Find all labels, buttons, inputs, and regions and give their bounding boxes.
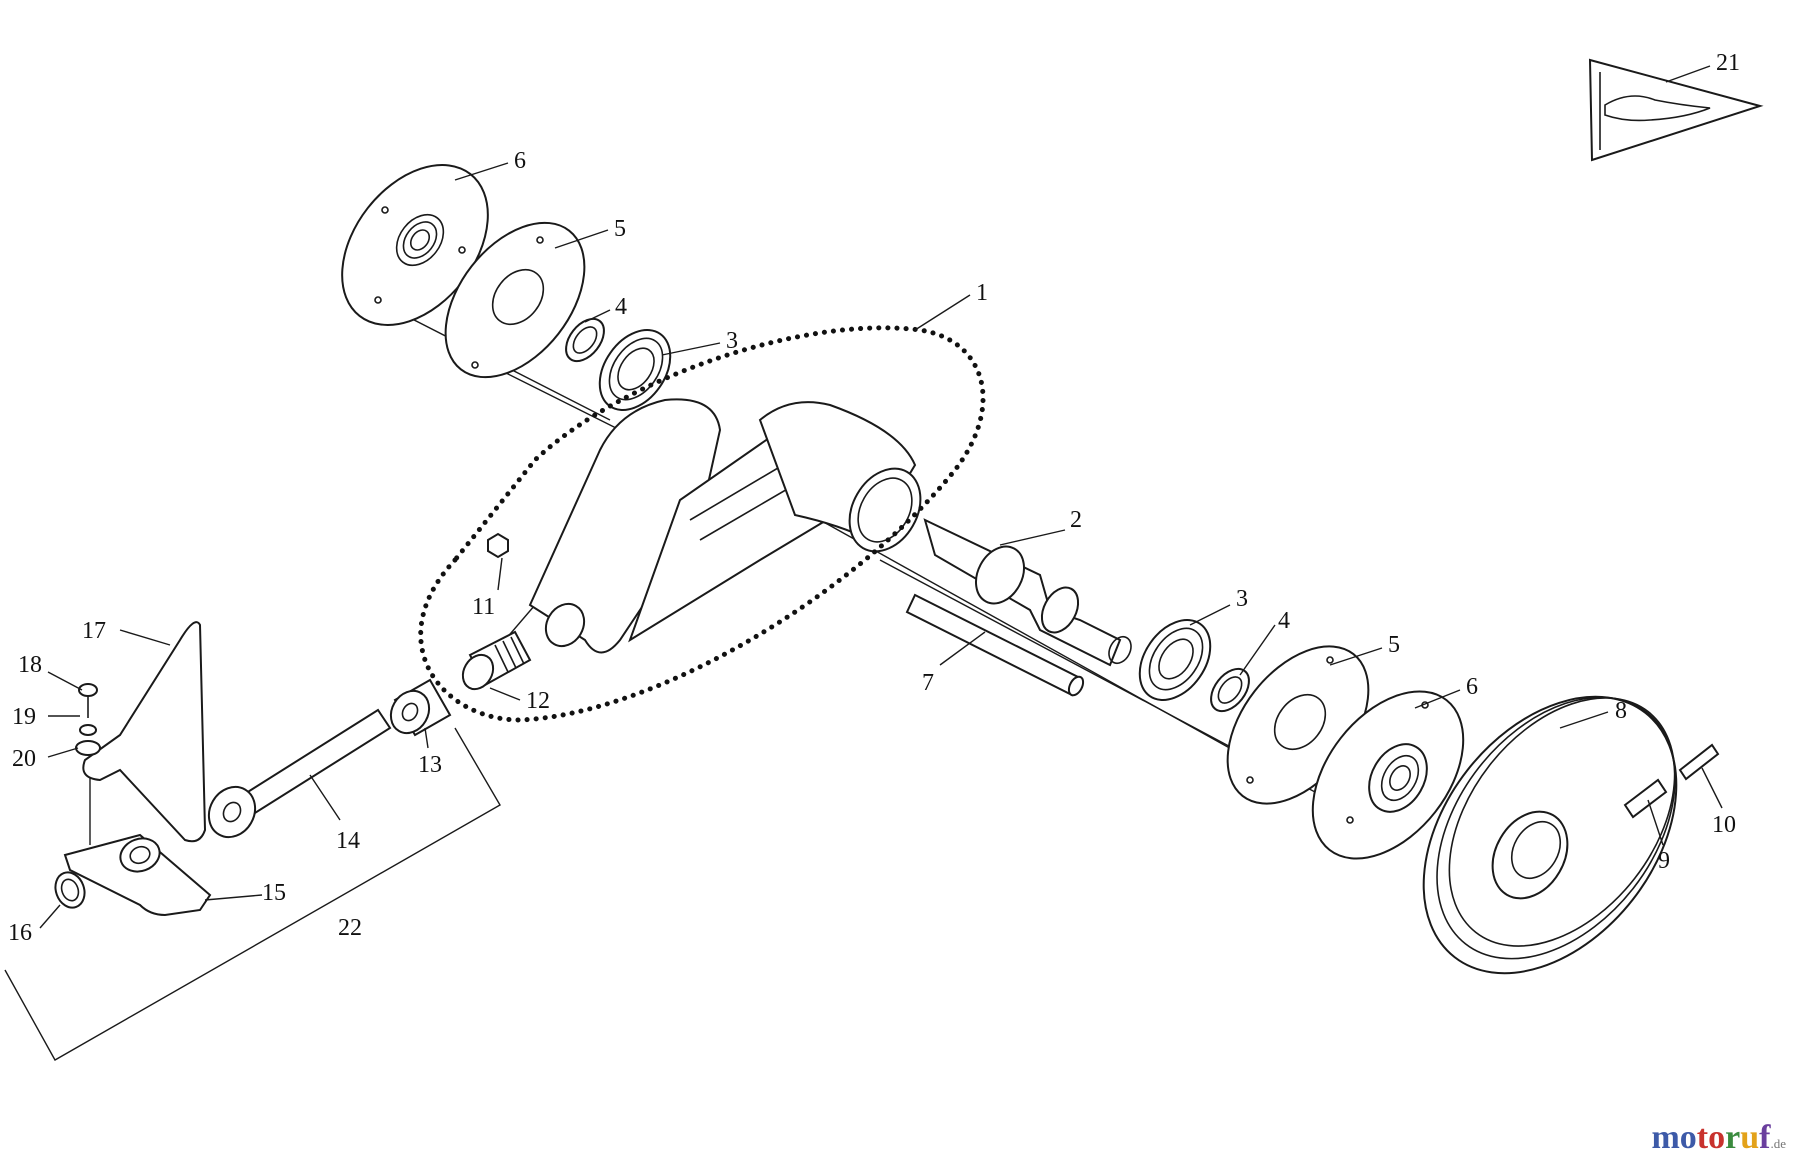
part-threaded-bushing <box>461 630 532 691</box>
part-base-bracket <box>63 833 212 917</box>
callout-5-upper: 5 <box>614 216 626 242</box>
callout-6-lower: 6 <box>1466 674 1478 700</box>
watermark-tld: .de <box>1770 1136 1786 1151</box>
callout-10: 10 <box>1712 812 1736 838</box>
part-nut-11 <box>487 532 509 559</box>
part-plate-upper <box>444 221 586 379</box>
watermark-part-2: to <box>1696 1119 1726 1156</box>
part-lock-washer <box>79 724 97 736</box>
part-gasket <box>54 871 86 909</box>
callout-5-lower: 5 <box>1388 632 1400 658</box>
part-flange-lower <box>1311 690 1465 860</box>
callout-14: 14 <box>336 828 360 854</box>
callout-19: 19 <box>12 704 36 730</box>
callout-11: 11 <box>472 594 495 620</box>
safety-pennant <box>1588 58 1764 162</box>
leader-lines <box>39 65 1723 929</box>
callout-17: 17 <box>82 618 106 644</box>
callout-16: 16 <box>8 920 32 946</box>
callout-13: 13 <box>418 752 442 778</box>
callout-18: 18 <box>18 652 42 678</box>
part-spacer <box>389 678 452 737</box>
callout-3-lower: 3 <box>1236 586 1248 612</box>
watermark-part-3: r <box>1725 1119 1741 1156</box>
watermark-part-1: mo <box>1651 1119 1697 1156</box>
callout-9: 9 <box>1658 848 1670 874</box>
part-circlip-lower <box>1210 667 1250 713</box>
callout-2: 2 <box>1070 507 1082 533</box>
part-pulley-wheel <box>1422 695 1678 975</box>
part-bearing-upper <box>598 329 672 411</box>
callout-4-lower: 4 <box>1278 608 1290 634</box>
part-main-housing <box>528 398 922 654</box>
callout-22: 22 <box>338 915 362 941</box>
callout-4-upper: 4 <box>615 294 627 320</box>
group-bracket-22 <box>4 727 501 1061</box>
callout-7: 7 <box>922 670 934 696</box>
watermark-part-4: u <box>1740 1119 1760 1156</box>
callout-6-upper: 6 <box>514 148 526 174</box>
part-rod <box>905 593 1085 697</box>
part-flange-upper <box>341 164 489 326</box>
watermark-part-5: f <box>1759 1119 1771 1156</box>
callout-8: 8 <box>1615 698 1627 724</box>
hand-shake-pennant-icon <box>1604 95 1711 122</box>
part-shaft <box>923 518 1132 667</box>
part-pin-10 <box>1678 743 1720 781</box>
watermark-logo: motoruf.de <box>1651 1119 1786 1157</box>
part-bearing-lower <box>1138 619 1212 701</box>
callout-1: 1 <box>976 280 988 306</box>
callout-21: 21 <box>1716 50 1740 76</box>
part-bracket <box>82 621 207 843</box>
part-bolt <box>78 683 98 718</box>
assembly-highlight-ring <box>418 325 986 723</box>
part-axle <box>207 708 392 839</box>
part-flat-washer <box>75 740 101 756</box>
callout-labels: 1 2 3 3 4 4 5 5 6 6 7 8 9 10 11 12 13 14… <box>8 50 1740 946</box>
part-circlip-upper <box>565 317 605 363</box>
callout-20: 20 <box>12 746 36 772</box>
callout-3-upper: 3 <box>726 328 738 354</box>
callout-15: 15 <box>262 880 286 906</box>
callout-12: 12 <box>526 688 550 714</box>
part-pin-9 <box>1623 778 1668 819</box>
